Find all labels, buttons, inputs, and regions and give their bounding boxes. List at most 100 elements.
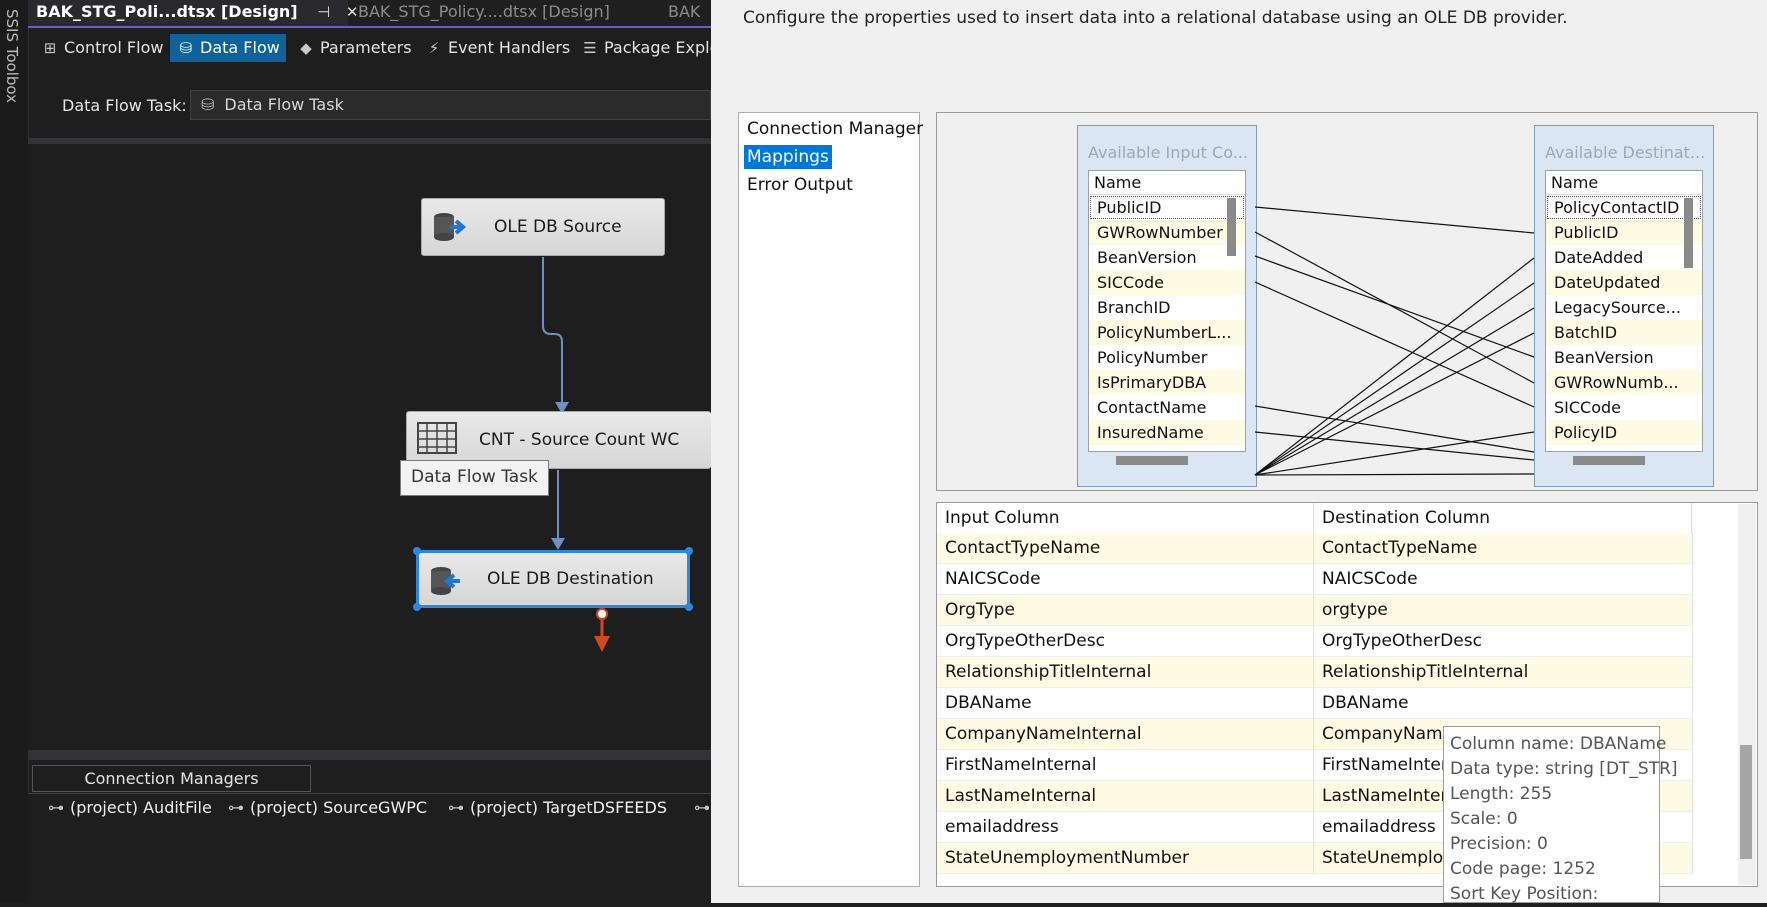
list-item[interactable]: PublicID: [1546, 220, 1702, 245]
input-column-cell[interactable]: OrgType: [937, 595, 1314, 626]
connection-label: (project) AuditFile: [70, 798, 212, 817]
page-nav-list: [738, 112, 920, 887]
input-column-cell[interactable]: FirstNameInternal: [937, 750, 1314, 781]
tooltip-line: Precision: 0: [1450, 834, 1548, 854]
list-item[interactable]: PublicID: [1089, 195, 1245, 220]
data-flow-task-label: Data Flow Task:: [62, 96, 187, 115]
list-item[interactable]: GWRowNumb...: [1546, 370, 1702, 395]
nav-connection-manager[interactable]: Connection Manager: [747, 119, 924, 139]
vertical-scrollbar-thumb[interactable]: [1227, 198, 1236, 256]
nav-error-output[interactable]: Error Output: [747, 175, 853, 195]
destination-column-cell[interactable]: ContactTypeName: [1314, 533, 1693, 564]
tooltip-line: Sort Key Position:: [1450, 884, 1599, 904]
list-item[interactable]: PolicyContactID: [1546, 195, 1702, 220]
list-item[interactable]: LegacySource...: [1554, 298, 1681, 317]
row-count-component[interactable]: CNT - Source Count WC: [406, 411, 711, 469]
destination-column-cell[interactable]: DBAName: [1314, 688, 1693, 719]
tooltip-line: Length: 255: [1450, 784, 1553, 804]
document-tab-3[interactable]: BAK: [668, 2, 701, 21]
data-flow-icon: ⛁: [179, 39, 193, 57]
connection-manager-item[interactable]: ⊶(project) TargetDSFEEDS: [448, 798, 667, 817]
data-flow-task-select[interactable]: ⛁Data Flow Task: [190, 90, 711, 120]
list-item[interactable]: SICCode: [1554, 398, 1622, 417]
tab-package-explorer[interactable]: ☰Package Explo: [574, 34, 725, 62]
list-item[interactable]: IsPrimaryDBA: [1089, 370, 1245, 395]
data-flow-task-icon: ⛁: [201, 95, 215, 114]
input-column-list[interactable]: Name PublicID GWRowNumber BeanVersion SI…: [1088, 170, 1246, 452]
connection-label: (project) TargetDSFEEDS: [470, 798, 667, 817]
list-item[interactable]: GWRowNumber: [1089, 220, 1245, 245]
selection-handle[interactable]: [685, 603, 693, 611]
input-column-cell[interactable]: StateUnemploymentNumber: [937, 843, 1314, 874]
ole-db-destination-component[interactable]: OLE DB Destination: [413, 547, 693, 611]
list-item[interactable]: ContactName: [1097, 398, 1207, 417]
grid-header-destination-column[interactable]: Destination Column: [1314, 503, 1692, 533]
document-tab-label: BAK_STG_Poli...dtsx [Design]: [36, 2, 298, 21]
list-item[interactable]: BeanVersion: [1097, 248, 1197, 267]
connection-manager-item[interactable]: ⊶(project) SourceGWPC: [228, 798, 427, 817]
package-explorer-icon: ☰: [583, 39, 597, 57]
list-item[interactable]: BatchID: [1546, 320, 1702, 345]
input-column-cell[interactable]: NAICSCode: [937, 564, 1314, 595]
list-item[interactable]: PolicyID: [1546, 420, 1702, 445]
list-item[interactable]: BeanVersion: [1554, 348, 1654, 367]
tab-label: Data Flow: [200, 38, 280, 57]
list-item[interactable]: SICCode: [1089, 270, 1245, 295]
list-item[interactable]: DateAdded: [1554, 248, 1644, 267]
document-tab-active[interactable]: BAK_STG_Poli...dtsx [Design] ⊣ ✕: [28, 0, 358, 26]
tab-data-flow[interactable]: ⛁ Data Flow: [170, 34, 286, 62]
selection-handle[interactable]: [685, 547, 693, 555]
destination-column-cell[interactable]: RelationshipTitleInternal: [1314, 657, 1693, 688]
database-source-icon: [434, 213, 466, 241]
input-column-cell[interactable]: LastNameInternal: [937, 781, 1314, 812]
list-item[interactable]: BranchID: [1097, 298, 1171, 317]
close-icon[interactable]: ✕: [345, 3, 359, 21]
destination-column-cell[interactable]: OrgTypeOtherDesc: [1314, 626, 1693, 657]
list-item[interactable]: DateUpdated: [1546, 270, 1702, 295]
horizontal-scrollbar-thumb[interactable]: [1116, 456, 1188, 465]
parameters-icon: ◆: [300, 39, 312, 57]
path-source-to-count: [542, 257, 563, 404]
available-destination-columns[interactable]: Available Destinat... Name PolicyContact…: [1534, 125, 1714, 487]
available-input-columns[interactable]: Available Input Co... Name PublicID GWRo…: [1077, 125, 1257, 487]
tab-control-flow[interactable]: ⊞Control Flow: [34, 34, 169, 62]
available-destination-title: Available Destinat...: [1545, 143, 1706, 162]
list-item[interactable]: PolicyNumber: [1097, 348, 1208, 367]
vertical-scrollbar-thumb[interactable]: [1684, 198, 1693, 268]
tab-event-handlers[interactable]: ⚡Event Handlers: [418, 34, 576, 62]
ole-db-source-component[interactable]: OLE DB Source: [421, 198, 665, 256]
component-label: OLE DB Source: [494, 217, 622, 237]
input-column-cell[interactable]: OrgTypeOtherDesc: [937, 626, 1314, 657]
input-column-cell[interactable]: DBAName: [937, 688, 1314, 719]
list-item[interactable]: InsuredName: [1089, 420, 1245, 445]
connection-plug-icon: ⊶: [228, 798, 244, 817]
connection-manager-item[interactable]: ⊶(project) AuditFile: [48, 798, 212, 817]
connection-managers-tab[interactable]: Connection Managers: [32, 765, 311, 792]
horizontal-scrollbar-thumb[interactable]: [1573, 456, 1645, 465]
destination-column-cell[interactable]: NAICSCode: [1314, 564, 1693, 595]
pin-icon[interactable]: ⊣: [317, 3, 331, 21]
input-column-cell[interactable]: RelationshipTitleInternal: [937, 657, 1314, 688]
selection-handle[interactable]: [413, 603, 421, 611]
list-item[interactable]: PolicyNumberL...: [1089, 320, 1245, 345]
document-tab-2[interactable]: BAK_STG_Policy....dtsx [Design]: [358, 2, 610, 21]
input-column-cell[interactable]: CompanyNameInternal: [937, 719, 1314, 750]
nav-mappings[interactable]: Mappings: [744, 145, 832, 169]
destination-column-cell[interactable]: orgtype: [1314, 595, 1693, 626]
tab-parameters[interactable]: ◆Parameters: [290, 34, 418, 62]
input-column-cell[interactable]: emailaddress: [937, 812, 1314, 843]
arrow-head: [555, 402, 569, 414]
input-column-cell[interactable]: ContactTypeName: [937, 533, 1314, 564]
destination-column-list[interactable]: Name PolicyContactID PublicID DateAdded …: [1545, 170, 1703, 452]
error-output-handle: [596, 608, 608, 620]
selection-handle[interactable]: [413, 547, 421, 555]
grid-scrollbar-thumb[interactable]: [1740, 745, 1752, 859]
grid-header-input-column[interactable]: Input Column: [937, 503, 1314, 533]
